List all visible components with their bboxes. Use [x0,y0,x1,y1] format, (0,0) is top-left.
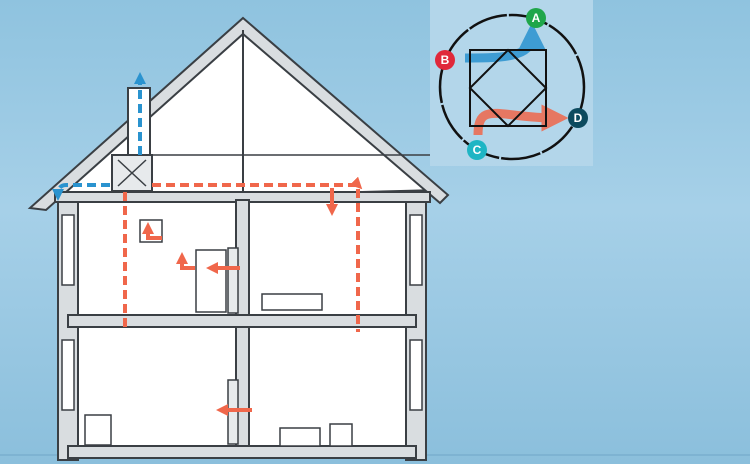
label-C: C [467,140,487,160]
stove [84,414,112,446]
cabinet [227,247,239,314]
room-arrow [142,222,162,240]
house [27,16,450,461]
exhaust-air-arrows [52,72,146,201]
svg-text:A: A [532,11,541,25]
label-B: B [435,50,455,70]
window [61,214,75,286]
middle-floor [67,314,417,328]
svg-text:B: B [441,53,450,67]
attic [47,22,443,202]
exchanger-core [468,48,548,128]
svg-text:C: C [473,143,482,157]
exhaust-flow [464,22,546,63]
room-arrow [176,252,195,270]
window [409,214,423,286]
intake-arrow [52,183,110,201]
supply-air-arrows [123,176,363,416]
window [409,339,423,411]
sofa [279,427,321,447]
svg-text:D: D [574,111,583,125]
label-D: D [568,108,588,128]
window [61,339,75,411]
washbasin [329,423,353,447]
heat-exchanger-inset: A B C D [430,0,593,166]
label-A: A [526,8,546,28]
bed [261,293,323,311]
ground-floor [67,445,417,459]
shower [195,249,227,313]
